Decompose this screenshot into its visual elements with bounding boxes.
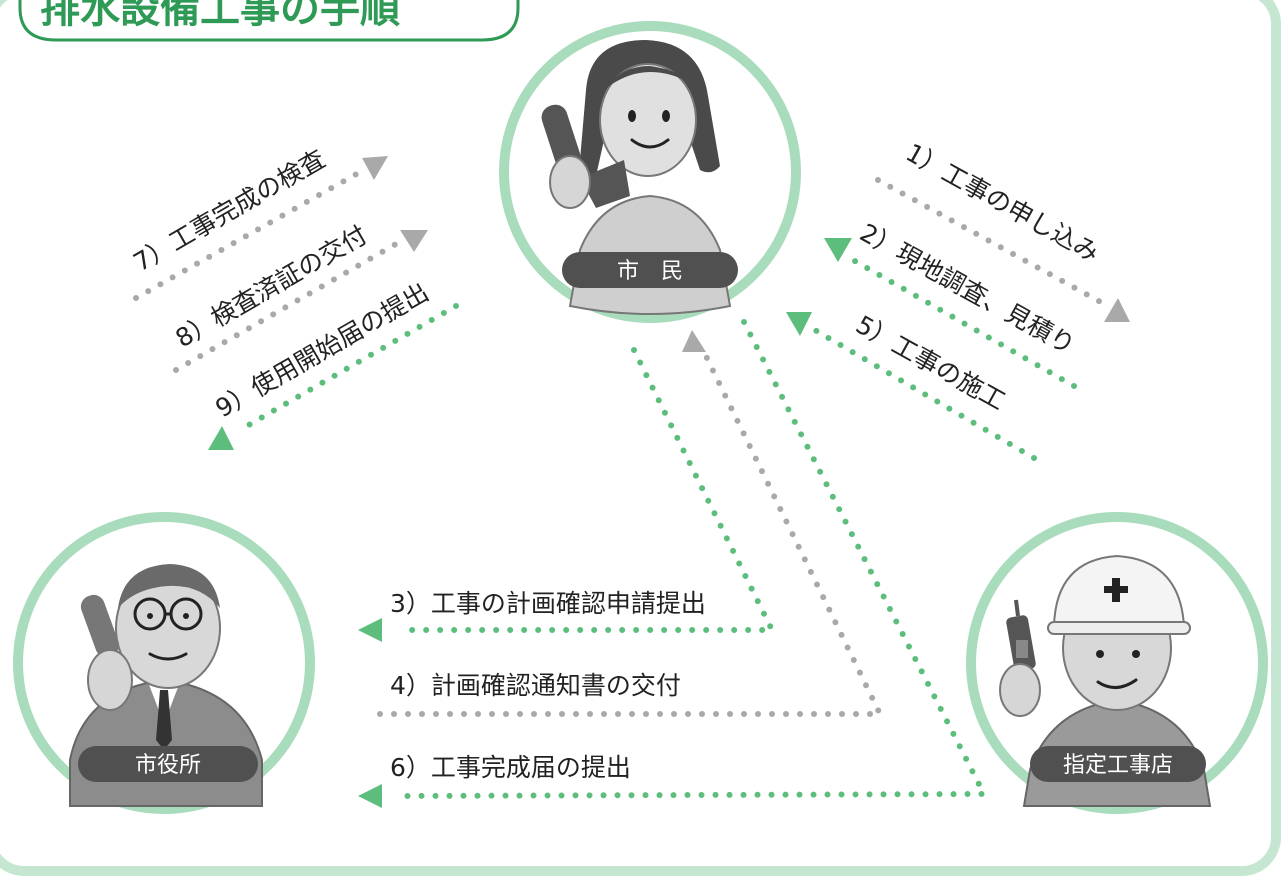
- step5-label: 5）工事の施工: [851, 310, 1010, 416]
- contractor-actor: 指定工事店: [966, 512, 1268, 814]
- arrow-step5: [786, 312, 1037, 461]
- step4-label: 4）計画確認通知書の交付: [390, 671, 681, 700]
- arrow-step8: [173, 230, 428, 373]
- city-hall-label-bg: [78, 746, 258, 782]
- arrow-step6: [358, 319, 989, 808]
- citizen-label: 市 民: [617, 259, 683, 284]
- citizen-label-bg: [562, 252, 738, 288]
- arrow-step7: [133, 156, 388, 301]
- city-hall-actor: 市役所: [13, 512, 315, 814]
- contractor-label-bg: [1030, 746, 1206, 782]
- arrow-step4: [377, 330, 885, 717]
- step3-label: 3）工事の計画確認申請提出: [390, 589, 706, 618]
- arrow-step2: [824, 238, 1077, 389]
- arrow-step3: [358, 347, 777, 642]
- contractor-label: 指定工事店: [1063, 753, 1173, 778]
- arrow-step9: [208, 303, 459, 450]
- citizen-actor: 市 民: [499, 21, 801, 323]
- step6-label: 6）工事完成届の提出: [390, 753, 631, 782]
- arrow-step1: [875, 177, 1130, 322]
- title-pill: 排水設備工事の手順: [18, 0, 520, 42]
- page-title: 排水設備工事の手順: [40, 0, 400, 32]
- city-hall-label: 市役所: [135, 753, 201, 778]
